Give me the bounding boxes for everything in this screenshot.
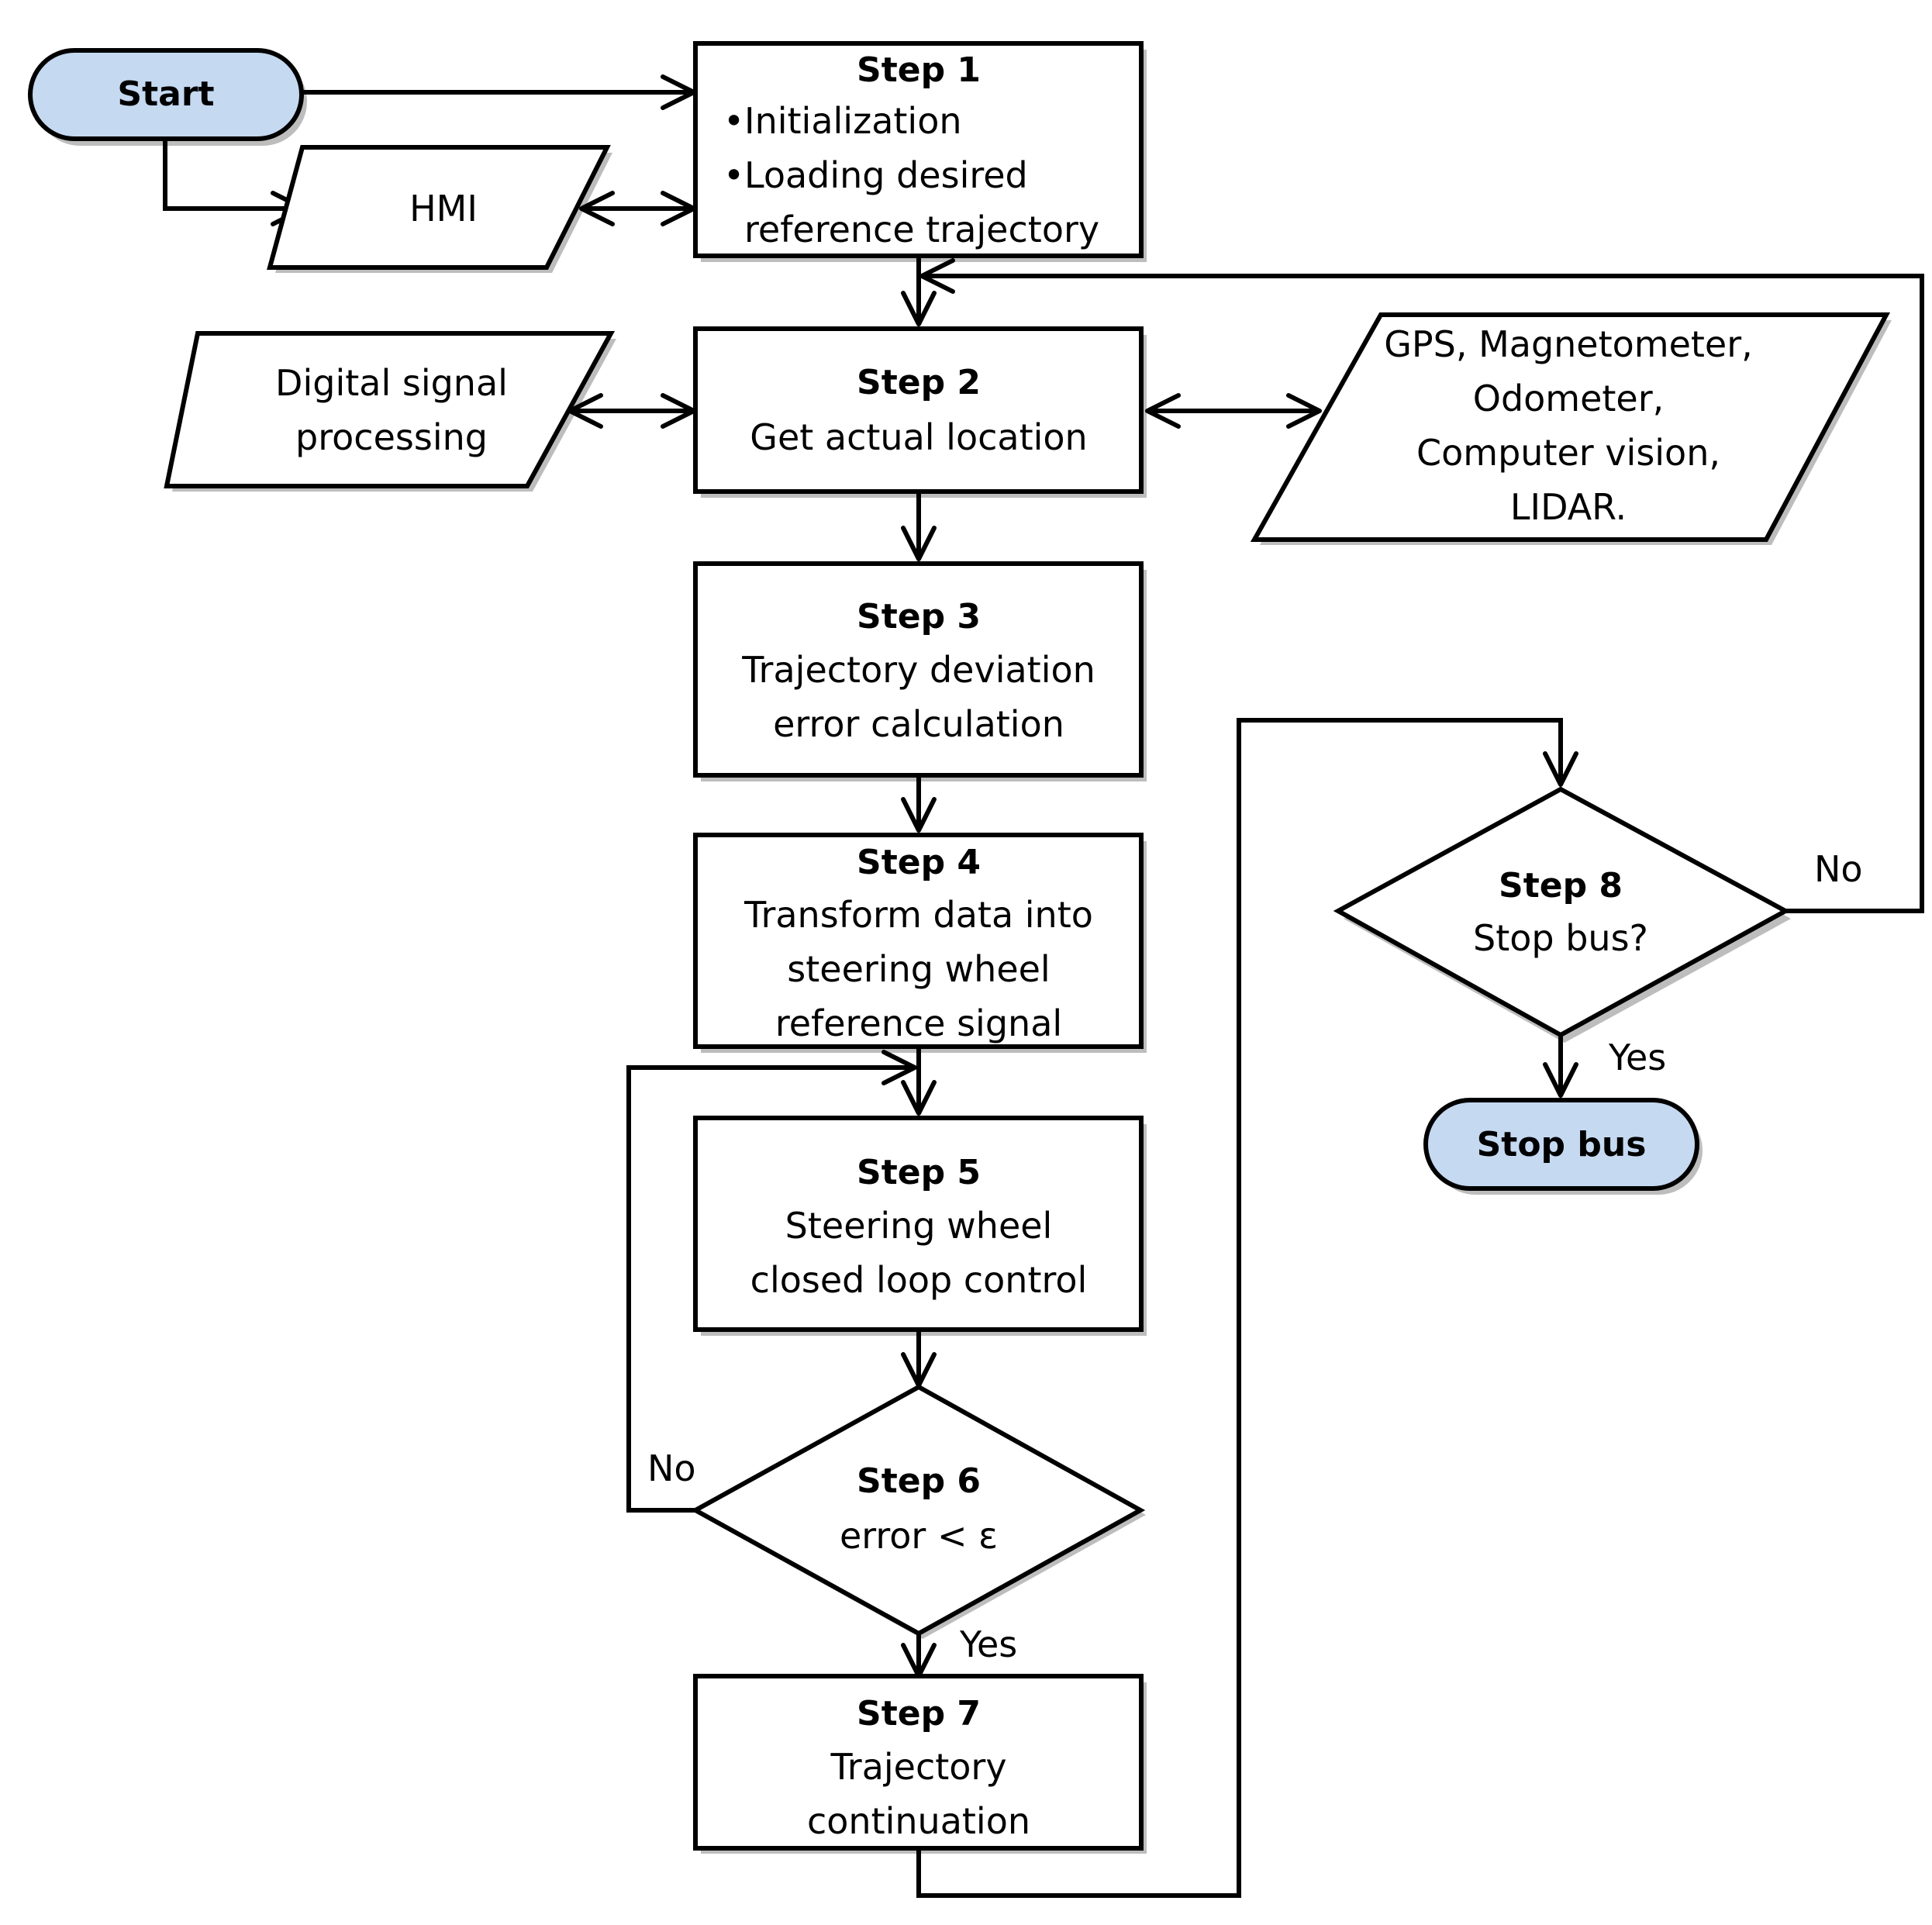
step2-box: Step 2 Get actual location: [693, 326, 1144, 494]
step1-bullet-2-cont: reference trajectory: [744, 209, 1099, 250]
sensors-io: GPS, Magnetometer, Odometer, Computer vi…: [1250, 312, 1891, 542]
step5-title: Step 5: [857, 1153, 981, 1192]
sensors-line-2: Odometer,: [1473, 378, 1665, 419]
dsp-line-2: processing: [295, 416, 488, 458]
step8-title: Step 8: [1499, 866, 1623, 906]
arrowhead: [1286, 393, 1322, 429]
step4-box: Step 4 Transform data into steering whee…: [693, 833, 1144, 1049]
step8-decision: Step 8 Stop bus?: [1333, 786, 1791, 1038]
sensors-line-1: GPS, Magnetometer,: [1384, 323, 1753, 365]
arrowhead: [901, 526, 937, 561]
step6-title: Step 6: [857, 1461, 981, 1501]
start-label: Start: [117, 74, 214, 114]
hmi-io: HMI: [267, 145, 611, 270]
step6-decision: Step 6 error < ε: [690, 1384, 1146, 1637]
step8-question: Stop bus?: [1473, 917, 1648, 959]
step6-condition: error < ε: [840, 1515, 998, 1557]
step2-title: Step 2: [857, 363, 981, 402]
step4-title: Step 4: [857, 843, 981, 882]
edge-start-hmi: [163, 140, 304, 211]
stop-terminal: Stop bus: [1423, 1098, 1699, 1191]
step5-box: Step 5 Steering wheel closed loop contro…: [693, 1116, 1144, 1332]
step8-no-label: No: [1814, 848, 1863, 890]
step7-line-1: Trajectory: [830, 1746, 1006, 1788]
hmi-label: HMI: [409, 188, 478, 229]
arrowhead: [1543, 751, 1578, 787]
step1-box: Step 1 • Initialization • Loading desire…: [693, 41, 1144, 258]
step4-line-2: steering wheel: [787, 948, 1050, 990]
arrowhead: [901, 1080, 937, 1116]
step5-line-1: Steering wheel: [785, 1205, 1053, 1247]
step1-bullet-1: Initialization: [744, 100, 962, 142]
dsp-line-1: Digital signal: [275, 362, 508, 404]
step6-no-label: No: [647, 1447, 696, 1489]
step7-box: Step 7 Trajectory continuation: [693, 1674, 1144, 1851]
sensors-line-3: Computer vision,: [1416, 432, 1720, 474]
step3-line-1: Trajectory deviation: [741, 649, 1095, 691]
edge-step8-no-loop: [922, 274, 1924, 913]
step2-line-1: Get actual location: [750, 416, 1087, 458]
sensors-line-4: LIDAR.: [1510, 486, 1627, 528]
arrowhead: [1145, 393, 1181, 429]
step3-box: Step 3 Trajectory deviation error calcul…: [693, 561, 1144, 778]
edge-step7-step8: [916, 718, 1563, 1898]
bullet-dot: •: [723, 100, 744, 142]
dsp-io: Digital signal processing: [164, 331, 616, 488]
step6-yes-label: Yes: [959, 1623, 1017, 1665]
step3-line-2: error calculation: [773, 703, 1064, 745]
step4-line-3: reference signal: [775, 1002, 1062, 1044]
step5-line-2: closed loop control: [750, 1259, 1088, 1301]
arrowhead: [919, 258, 955, 294]
step3-title: Step 3: [857, 597, 981, 636]
step7-line-2: continuation: [807, 1800, 1030, 1842]
step1-bullet-2: Loading desired: [744, 154, 1028, 196]
start-terminal: Start: [28, 48, 304, 141]
arrowhead: [901, 797, 937, 833]
step7-title: Step 7: [857, 1694, 981, 1734]
arrowhead: [1543, 1062, 1578, 1098]
arrowhead: [579, 191, 615, 226]
step1-title: Step 1: [857, 50, 981, 90]
stop-label: Stop bus: [1477, 1125, 1647, 1164]
arrowhead: [901, 291, 937, 326]
step4-line-1: Transform data into: [743, 894, 1093, 936]
step8-yes-label: Yes: [1608, 1037, 1666, 1078]
arrowhead: [881, 1050, 917, 1085]
edge-step6-no-loop: [626, 1065, 915, 1513]
bullet-dot: •: [723, 154, 744, 196]
